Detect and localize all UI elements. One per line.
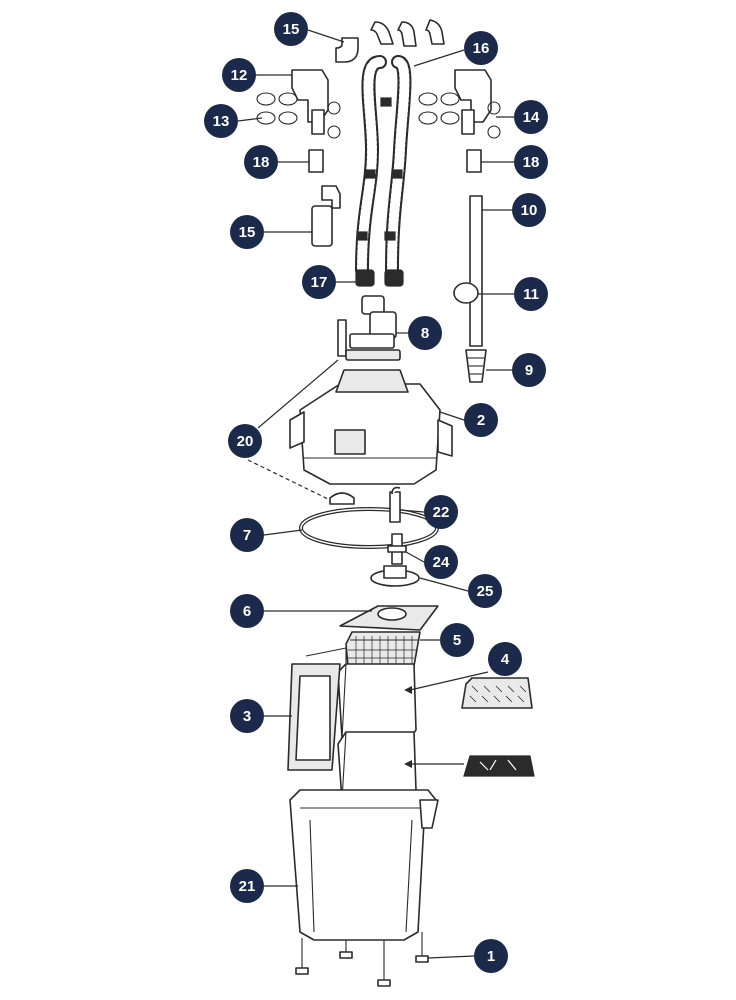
canister bbox=[289, 789, 439, 941]
svg-text:20: 20 bbox=[237, 433, 254, 450]
svg-text:7: 7 bbox=[243, 527, 251, 544]
right-valve-assembly bbox=[418, 69, 501, 139]
valve-block bbox=[337, 295, 401, 361]
svg-text:21: 21 bbox=[239, 878, 256, 895]
svg-text:2: 2 bbox=[477, 412, 485, 429]
filter-pads bbox=[461, 677, 535, 777]
svg-text:6: 6 bbox=[243, 603, 251, 620]
svg-text:3: 3 bbox=[243, 708, 251, 725]
elbow-fittings bbox=[335, 19, 445, 63]
upper-media-basket bbox=[337, 663, 417, 739]
prefilter-basket bbox=[345, 631, 421, 667]
foam-pads bbox=[287, 647, 347, 771]
callout-24: 24 bbox=[424, 545, 458, 579]
callout-18-right: 18 bbox=[514, 145, 548, 179]
svg-text:16: 16 bbox=[473, 40, 490, 57]
feet bbox=[295, 932, 429, 987]
callout-17: 17 bbox=[302, 265, 336, 299]
callout-1: 1 bbox=[474, 939, 508, 973]
callout-15: 15 bbox=[230, 215, 264, 249]
short-tubes bbox=[308, 149, 482, 173]
callout-20: 20 bbox=[228, 424, 262, 458]
callout-19: 15 bbox=[274, 12, 308, 46]
svg-text:22: 22 bbox=[433, 504, 450, 521]
callout-4: 4 bbox=[488, 642, 522, 676]
svg-text:18: 18 bbox=[253, 154, 270, 171]
intake-tube bbox=[453, 195, 487, 383]
impeller-cover bbox=[370, 565, 420, 587]
callout-2: 2 bbox=[464, 403, 498, 437]
callout-6: 6 bbox=[230, 594, 264, 628]
impeller bbox=[387, 533, 407, 565]
svg-text:8: 8 bbox=[421, 325, 429, 342]
callout-12: 12 bbox=[222, 58, 256, 92]
callout-9: 9 bbox=[512, 353, 546, 387]
svg-text:12: 12 bbox=[231, 67, 248, 84]
svg-text:11: 11 bbox=[523, 286, 539, 303]
svg-text:14: 14 bbox=[523, 109, 540, 126]
callout-18-left: 18 bbox=[244, 145, 278, 179]
svg-text:15: 15 bbox=[283, 21, 300, 38]
svg-text:4: 4 bbox=[501, 651, 510, 668]
svg-text:18: 18 bbox=[523, 154, 540, 171]
svg-text:1: 1 bbox=[487, 948, 495, 965]
callout-5: 5 bbox=[440, 623, 474, 657]
svg-text:10: 10 bbox=[521, 202, 538, 219]
svg-text:24: 24 bbox=[433, 554, 450, 571]
svg-text:25: 25 bbox=[477, 583, 494, 600]
svg-text:17: 17 bbox=[311, 274, 328, 291]
callout-10: 10 bbox=[512, 193, 546, 227]
hose-nuts bbox=[355, 269, 404, 287]
callout-13: 13 bbox=[204, 104, 238, 138]
leader-lines bbox=[237, 29, 514, 959]
hoses bbox=[355, 55, 412, 277]
pump-head bbox=[289, 369, 453, 485]
svg-text:5: 5 bbox=[453, 632, 461, 649]
callout-16: 16 bbox=[464, 31, 498, 65]
svg-text:15: 15 bbox=[239, 224, 256, 241]
left-valve-assembly bbox=[256, 69, 341, 139]
callout-14: 14 bbox=[514, 100, 548, 134]
callout-11: 11 bbox=[514, 277, 548, 311]
impeller-shaft bbox=[389, 486, 401, 523]
callout-22: 22 bbox=[424, 495, 458, 529]
o-ring bbox=[299, 507, 439, 549]
callout-25: 25 bbox=[468, 574, 502, 608]
prime-button bbox=[329, 492, 355, 505]
callout-8: 8 bbox=[408, 316, 442, 350]
outlet-spray bbox=[311, 185, 341, 247]
callout-badges: 15 16 12 13 14 18 18 10 bbox=[204, 12, 548, 973]
top-tray bbox=[339, 605, 439, 631]
callout-21: 21 bbox=[230, 869, 264, 903]
svg-text:13: 13 bbox=[213, 113, 230, 130]
callout-3: 3 bbox=[230, 699, 264, 733]
callout-7: 7 bbox=[230, 518, 264, 552]
svg-text:9: 9 bbox=[525, 362, 533, 379]
